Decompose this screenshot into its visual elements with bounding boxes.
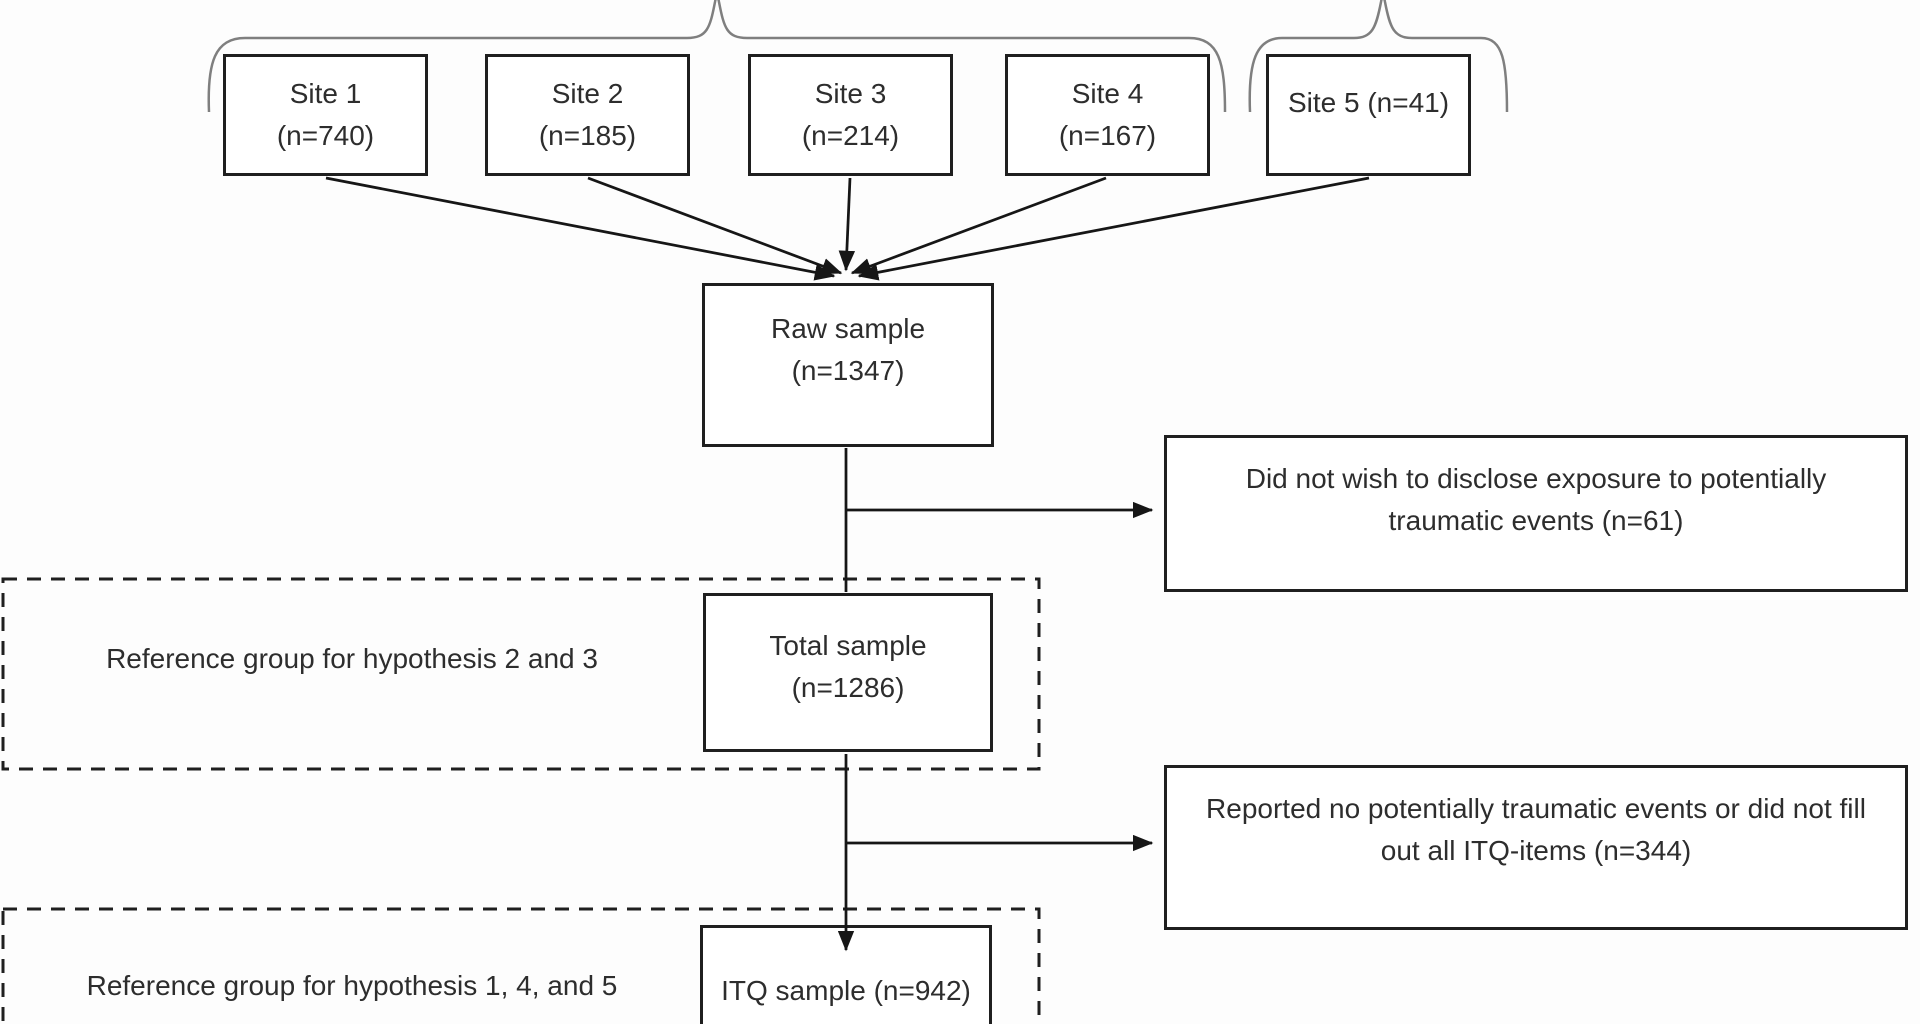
exclusion-box-disclosure: Did not wish to disclose exposure to pot… xyxy=(1164,435,1908,592)
site-4-box: Site 4(n=167) xyxy=(1005,54,1210,176)
site-5-box: Site 5 (n=41) xyxy=(1266,54,1471,176)
arrow-site5-to-raw xyxy=(857,176,1370,281)
raw-sample-box: Raw sample(n=1347) xyxy=(702,283,994,447)
reference-group-label-1: Reference group for hypothesis 2 and 3 xyxy=(106,643,598,674)
site-1-box: Site 1(n=740) xyxy=(223,54,428,176)
arrow-site1-to-raw xyxy=(325,176,836,281)
reference-group-label-2: Reference group for hypothesis 1, 4, and… xyxy=(86,970,618,1001)
site-2-box: Site 2(n=185) xyxy=(485,54,690,176)
arrow-site2-to-raw xyxy=(587,176,843,275)
itq-sample-box: ITQ sample (n=942) xyxy=(700,925,992,1024)
arrow-site4-to-raw xyxy=(850,176,1107,275)
arrow-site3-to-raw xyxy=(838,177,856,272)
site-3-box: Site 3(n=214) xyxy=(748,54,953,176)
exclusion-box-itq-items: Reported no potentially traumatic events… xyxy=(1164,765,1908,930)
total-sample-box: Total sample(n=1286) xyxy=(703,593,993,752)
